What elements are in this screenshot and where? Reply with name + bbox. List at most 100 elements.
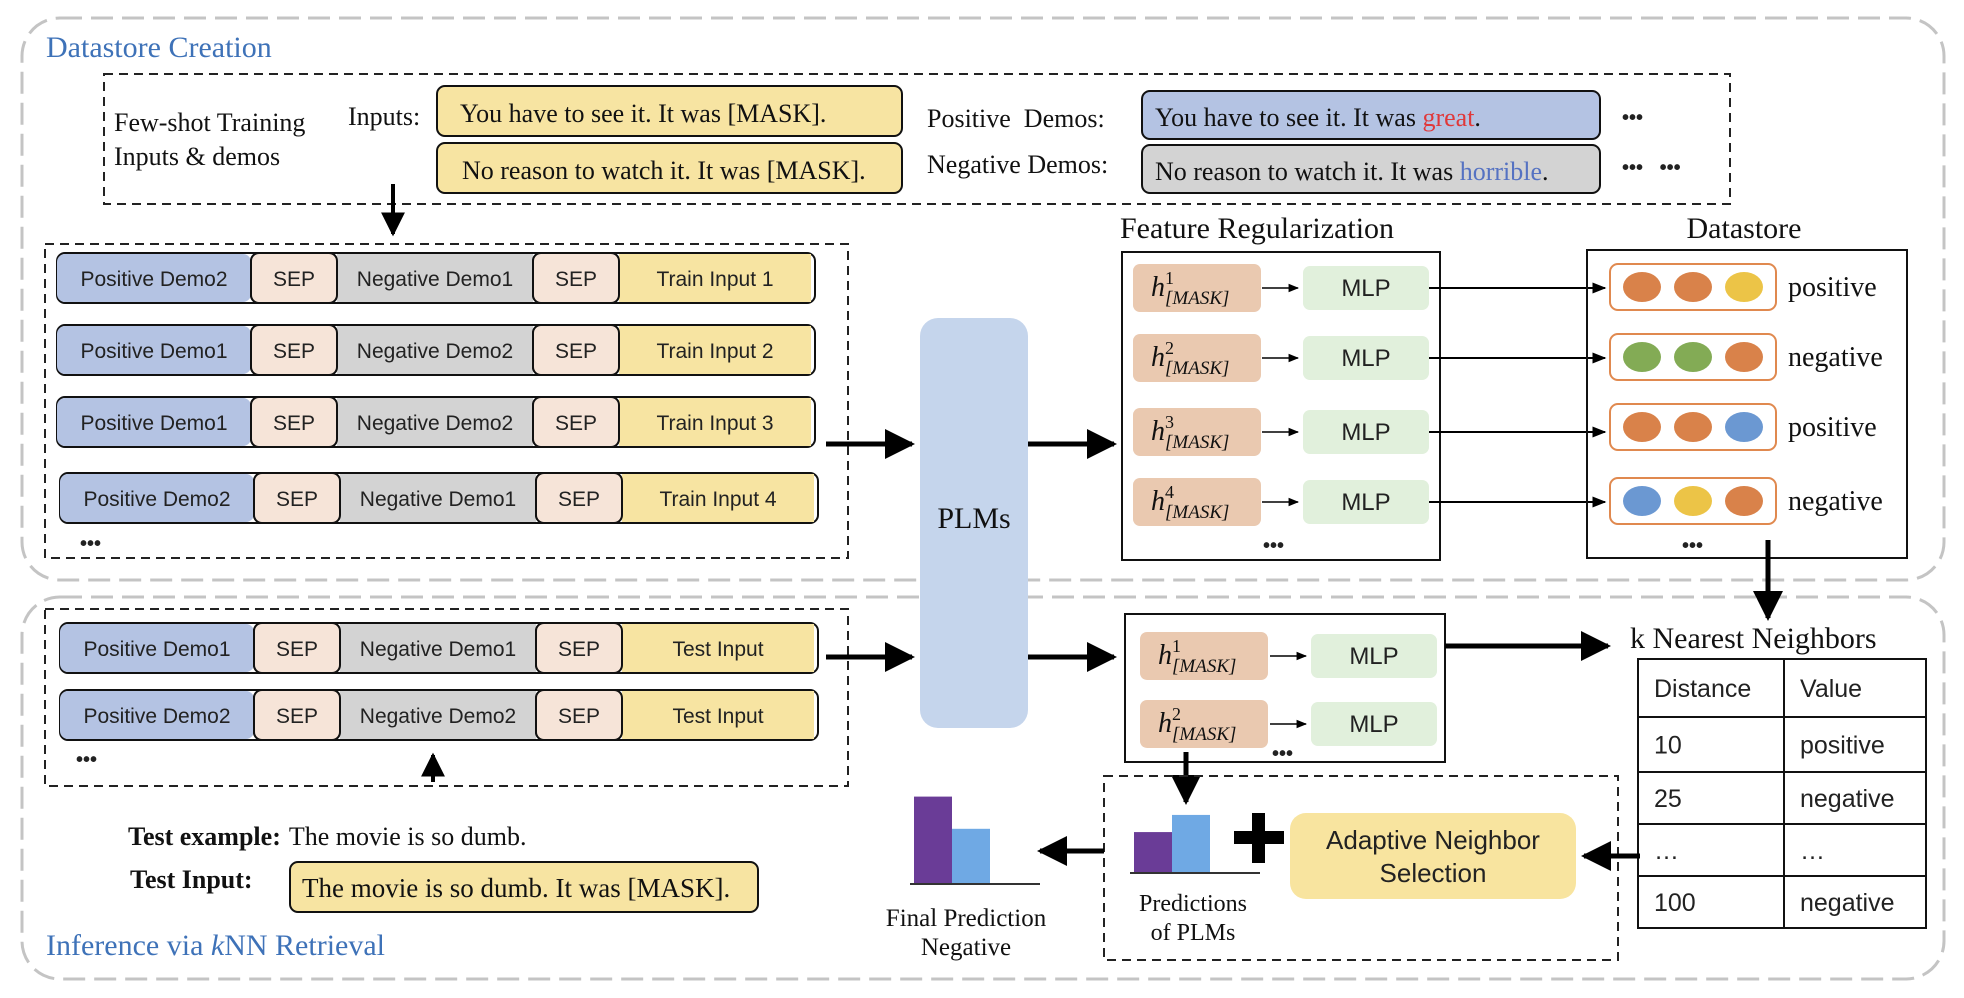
sep-token-text: SEP [276, 638, 318, 661]
demo-b-segment [340, 474, 536, 522]
feature-dot [1623, 342, 1661, 372]
adaptive-line2: Selection [1380, 858, 1487, 888]
knn-cell-distance: 100 [1654, 889, 1696, 917]
train-rows: Positive Demo2SEPNegative Demo1SEPTrain … [56, 252, 819, 524]
demo-a-segment-text: Positive Demo1 [83, 638, 230, 661]
few-shot-input-1 [436, 85, 903, 137]
demo-a-segment [57, 398, 251, 446]
demo-a-segment [57, 326, 251, 374]
datastore-entry-3: positive [1609, 403, 1877, 451]
feature-row-4-h: h4[MASK] [1133, 478, 1261, 526]
sep-token-box [250, 396, 338, 448]
knn-cell-value: positive [1800, 732, 1885, 760]
inference-features-box [1124, 613, 1446, 763]
mask-hidden-state [1140, 632, 1268, 680]
sep-token-text: SEP [273, 340, 315, 363]
mlp-label: MLP [1349, 643, 1398, 670]
sep-token-box [532, 252, 620, 304]
test-input-box [289, 861, 759, 913]
feature-dot [1725, 342, 1763, 372]
final-prediction-line2: Negative [921, 934, 1011, 961]
knn-table-frame [1637, 658, 1927, 929]
sep-token-text: SEP [558, 488, 600, 511]
test-input-text: The movie is so dumb. It was [MASK]. [302, 873, 730, 903]
train-row-3: Positive Demo1SEPNegative Demo2SEPTrain … [56, 396, 816, 448]
prediction-combination-box [1103, 775, 1619, 961]
demo-b-segment [337, 326, 533, 374]
knn-cell-value: negative [1800, 785, 1895, 813]
sep-token-box [535, 689, 623, 741]
feature-dot [1623, 272, 1661, 302]
input-segment-text: Train Input 3 [656, 412, 773, 435]
feature-dot [1623, 412, 1661, 442]
positive-demos-ellipsis: ••• [1622, 107, 1643, 129]
mask-hidden-state [1133, 334, 1261, 382]
test-rows: Positive Demo1SEPNegative Demo1SEPTest I… [59, 622, 819, 741]
input-segment [619, 398, 811, 446]
datastore-label: negative [1788, 486, 1883, 517]
adaptive-neighbor-selection [1290, 813, 1576, 899]
demo-b-segment-text: Negative Demo2 [360, 705, 516, 728]
test-rows-ellipsis: ••• [76, 749, 97, 771]
mask-hidden-state-label: h1[MASK] [1158, 636, 1236, 677]
sep-token-box [535, 622, 623, 674]
mlp-label: MLP [1341, 489, 1390, 516]
sep-token-box [253, 622, 341, 674]
demo-a-segment-text: Positive Demo2 [83, 705, 230, 728]
input-segment-text: Train Input 2 [656, 340, 773, 363]
sep-token-box [532, 396, 620, 448]
demo-b-segment-text: Negative Demo1 [360, 488, 516, 511]
inference-frame [20, 595, 1946, 981]
demo-b-segment-text: Negative Demo1 [360, 638, 516, 661]
sep-token-box [532, 324, 620, 376]
knn-title: k Nearest Neighbors [1630, 622, 1877, 655]
datastore-creation-title: Datastore Creation [46, 31, 272, 64]
demo-a-segment-text: Positive Demo2 [83, 488, 230, 511]
sep-token-text: SEP [558, 705, 600, 728]
demo-b-segment-text: Negative Demo1 [357, 268, 513, 291]
sep-token-text: SEP [273, 412, 315, 435]
inference-feature-row-2-h: h2[MASK] [1140, 700, 1268, 748]
plm-block [920, 318, 1028, 728]
datastore-creation-frame [20, 16, 1946, 582]
demo-b-segment [337, 398, 533, 446]
mlp-block [1303, 336, 1429, 380]
test-rows-box [44, 608, 849, 787]
demo-a-segment-text: Positive Demo2 [80, 268, 227, 291]
sep-token-box [535, 472, 623, 524]
feature-ellipsis: ••• [1263, 535, 1284, 557]
datastore-entry-1: positive [1609, 263, 1877, 311]
feature-dot [1725, 272, 1763, 302]
negative-demo-text: No reason to watch it. It was horrible. [1155, 157, 1549, 186]
mask-hidden-state [1133, 478, 1261, 526]
mlp-label: MLP [1341, 345, 1390, 372]
knn-cell-value: … [1800, 837, 1825, 865]
feature-row-3-h: h3[MASK] [1133, 408, 1261, 456]
feature-dot [1674, 486, 1712, 516]
demo-a-segment-text: Positive Demo1 [80, 340, 227, 363]
plm-prediction-bar-2 [1172, 814, 1210, 873]
feature-dot [1674, 412, 1712, 442]
datastore-label: positive [1788, 272, 1877, 303]
feature-regularization-title: Feature Regularization [1120, 212, 1394, 245]
mask-hidden-state [1133, 264, 1261, 312]
sep-token-text: SEP [555, 412, 597, 435]
few-shot-box [103, 73, 1731, 205]
feature-dot [1623, 486, 1661, 516]
demo-b-segment [340, 691, 536, 739]
datastore-label: positive [1788, 412, 1877, 443]
input-segment-text: Test Input [672, 705, 763, 728]
mlp-block [1311, 634, 1437, 678]
train-row-1: Positive Demo2SEPNegative Demo1SEPTrain … [56, 252, 816, 304]
knn-cell-distance: 25 [1654, 785, 1682, 813]
few-shot-input-2 [436, 142, 903, 194]
input-segment [622, 624, 814, 672]
datastore-label: negative [1788, 342, 1883, 373]
datastore-ellipsis: ••• [1682, 535, 1703, 557]
inference-features-ellipsis: ••• [1272, 743, 1293, 765]
datastore-rows: positive negative positive negative [1609, 263, 1883, 525]
train-rows-box [44, 243, 849, 559]
